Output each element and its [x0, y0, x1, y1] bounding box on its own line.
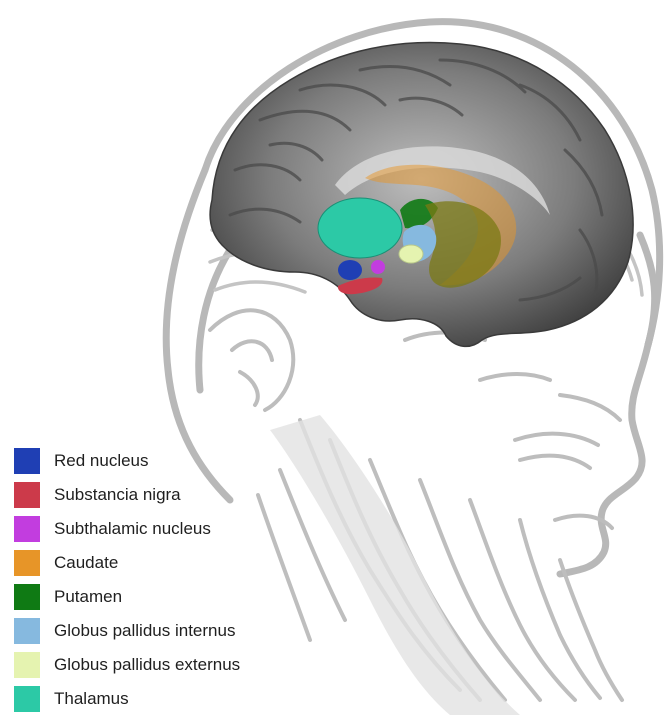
red-nucleus — [338, 260, 362, 280]
legend-swatch — [14, 550, 40, 576]
legend-swatch — [14, 618, 40, 644]
thalamus — [318, 198, 402, 258]
brain-cortex — [210, 43, 633, 347]
globus-pallidus-externus — [399, 245, 423, 263]
legend-item-substancia-nigra: Substancia nigra — [14, 478, 240, 512]
legend-swatch — [14, 482, 40, 508]
legend-item-thalamus: Thalamus — [14, 682, 240, 716]
legend-label: Globus pallidus internus — [54, 621, 235, 641]
subthalamic-nucleus — [371, 260, 385, 274]
legend-swatch — [14, 686, 40, 712]
legend-item-red-nucleus: Red nucleus — [14, 444, 240, 478]
legend: Red nucleus Substancia nigra Subthalamic… — [14, 444, 240, 716]
legend-label: Thalamus — [54, 689, 129, 709]
legend-item-caudate: Caudate — [14, 546, 240, 580]
legend-label: Globus pallidus externus — [54, 655, 240, 675]
legend-swatch — [14, 516, 40, 542]
legend-item-globus-pallidus-internus: Globus pallidus internus — [14, 614, 240, 648]
legend-swatch — [14, 652, 40, 678]
legend-label: Subthalamic nucleus — [54, 519, 211, 539]
legend-label: Substancia nigra — [54, 485, 181, 505]
legend-item-putamen: Putamen — [14, 580, 240, 614]
legend-label: Caudate — [54, 553, 118, 573]
legend-item-subthalamic-nucleus: Subthalamic nucleus — [14, 512, 240, 546]
face-lines — [210, 310, 620, 528]
legend-label: Red nucleus — [54, 451, 149, 471]
legend-label: Putamen — [54, 587, 122, 607]
legend-item-globus-pallidus-externus: Globus pallidus externus — [14, 648, 240, 682]
legend-swatch — [14, 448, 40, 474]
legend-swatch — [14, 584, 40, 610]
